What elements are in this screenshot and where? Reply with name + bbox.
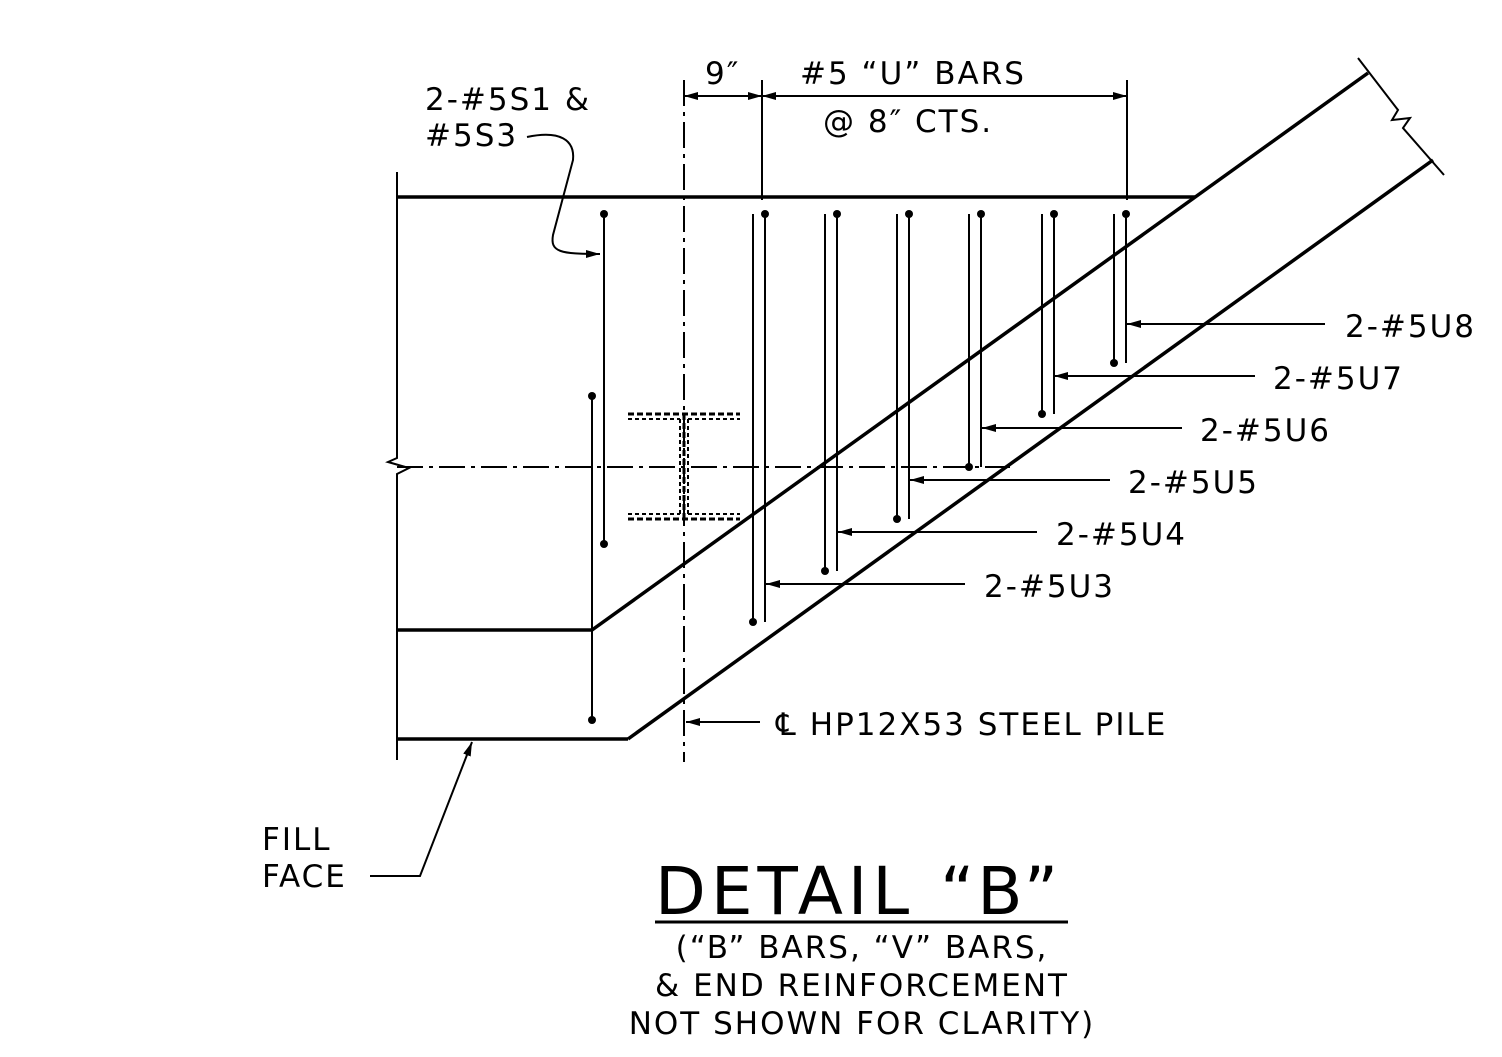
bar-end-dot xyxy=(600,540,608,548)
bar-end-dot xyxy=(1038,410,1046,418)
bar-end-dot xyxy=(905,210,913,218)
s-bars xyxy=(588,210,608,724)
u-bars-spacing-text: @ 8″ CTS. xyxy=(823,104,993,140)
detail-note-line3: NOT SHOWN FOR CLARITY) xyxy=(629,1006,1096,1042)
offset-dimension-text: 9″ xyxy=(705,56,740,92)
bar-end-dot xyxy=(1110,359,1118,367)
bar-end-dot xyxy=(588,716,596,724)
fill-face-label-line2: FACE xyxy=(262,859,347,895)
bar-end-dot xyxy=(588,392,596,400)
centerlines xyxy=(397,80,1010,762)
concrete-outline xyxy=(385,57,1445,760)
bar-end-dot xyxy=(893,515,901,523)
bar-end-dot xyxy=(761,210,769,218)
u-bar-leaders xyxy=(766,320,1325,588)
wing-wall-face-lower xyxy=(626,158,1435,741)
bar-end-dot xyxy=(833,210,841,218)
fill-face-label-line1: FILL xyxy=(262,822,332,858)
bar-end-dot xyxy=(977,210,985,218)
u8-label: 2-#5U8 xyxy=(1345,309,1476,345)
s-bars-label-line2: #5S3 xyxy=(425,118,518,154)
u-bars xyxy=(749,210,1130,626)
pile-label: ℄ HP12X53 STEEL PILE xyxy=(775,707,1167,743)
bar-end-dot xyxy=(1050,210,1058,218)
u3-label: 2-#5U3 xyxy=(984,569,1115,605)
u7-label: 2-#5U7 xyxy=(1273,361,1404,397)
s-bars-leader xyxy=(526,133,601,258)
steel-pile-section xyxy=(628,412,740,521)
bar-end-dot xyxy=(749,618,757,626)
detail-note-line1: (“B” BARS, “V” BARS, xyxy=(676,930,1049,966)
left-break-line xyxy=(385,172,412,760)
bar-end-dot xyxy=(1122,210,1130,218)
bar-end-dot xyxy=(821,567,829,575)
u5-label: 2-#5U5 xyxy=(1128,465,1259,501)
bar-end-dot xyxy=(965,463,973,471)
u6-label: 2-#5U6 xyxy=(1200,413,1331,449)
bar-end-dot xyxy=(600,210,608,218)
fill-face-leader xyxy=(370,741,473,877)
wing-wall-break-line xyxy=(1357,57,1445,176)
u4-label: 2-#5U4 xyxy=(1056,517,1187,553)
u-bars-dimension-text: #5 “U” BARS xyxy=(800,56,1026,92)
detail-title: DETAIL “B” xyxy=(655,853,1063,930)
dimension-lines xyxy=(684,80,1128,200)
hp-pile-outline xyxy=(628,412,740,521)
s-bars-label-line1: 2-#5S1 & xyxy=(425,82,591,118)
detail-note-line2: & END REINFORCEMENT xyxy=(655,968,1069,1004)
